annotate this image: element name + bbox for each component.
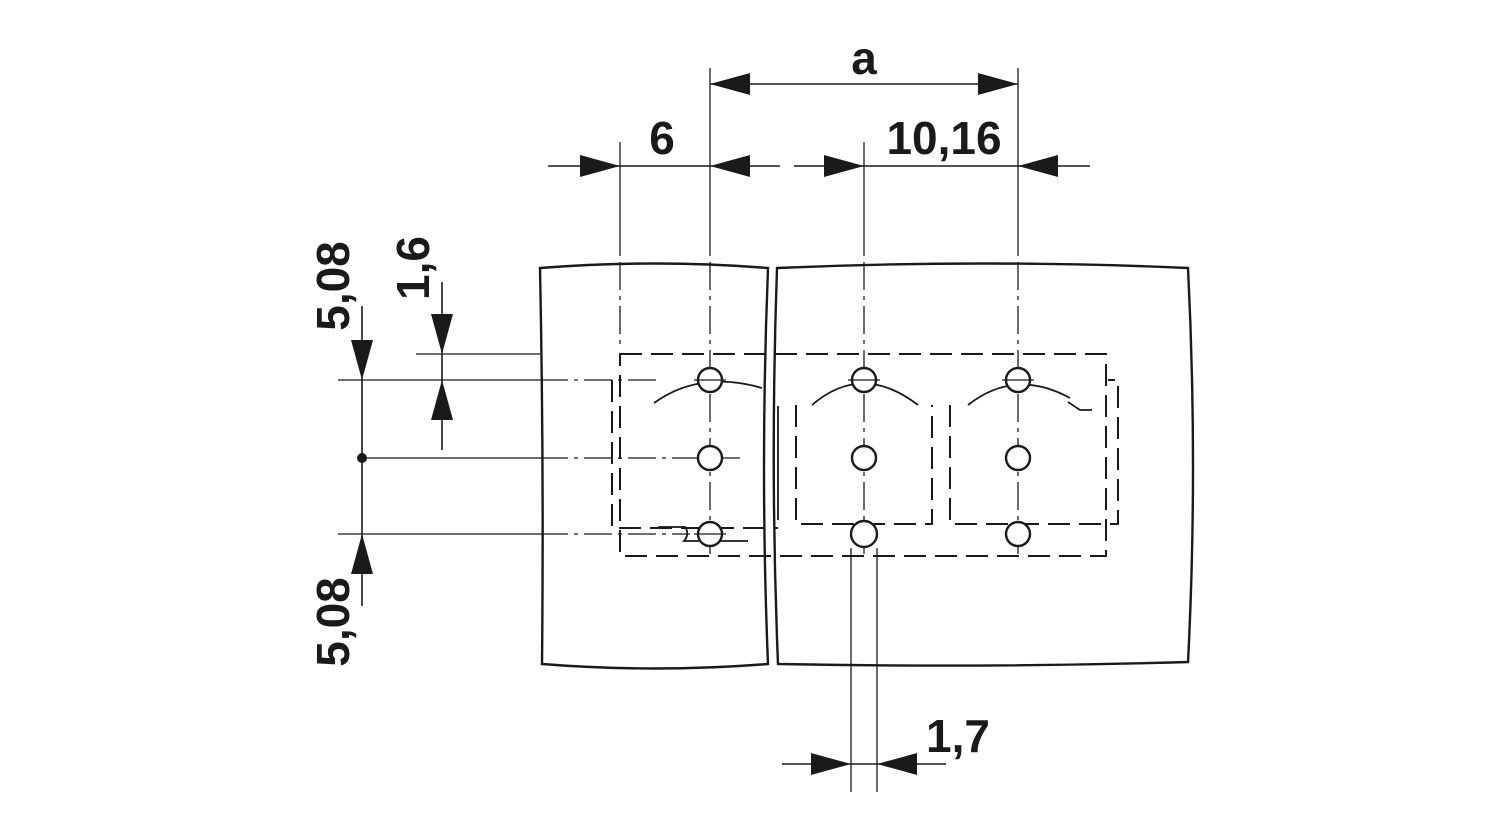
center-lines bbox=[362, 262, 1019, 560]
dimension-lower-spacing-label: 5,08 bbox=[307, 577, 359, 667]
dimension-top-row-offset-label: 1,6 bbox=[387, 236, 439, 300]
dimension-offset-and-pitch: 6 10,16 bbox=[548, 112, 1090, 177]
hole-col3-mid bbox=[1004, 444, 1032, 472]
dimension-offset-label: 6 bbox=[649, 112, 675, 164]
dimension-a: a bbox=[710, 32, 1018, 95]
extension-lines bbox=[338, 68, 1019, 792]
hole-col3-bottom bbox=[1004, 520, 1032, 548]
pin-block-1-hidden-outline bbox=[611, 380, 778, 529]
hole-col1-top bbox=[694, 366, 726, 394]
component-bodies bbox=[538, 262, 1195, 670]
left-housing-outline bbox=[538, 262, 770, 670]
hole-col2-top bbox=[848, 366, 880, 394]
dimension-hole-diameter: 1,7 bbox=[782, 710, 990, 775]
dimension-upper-spacing-label: 5,08 bbox=[307, 241, 359, 331]
hole-col2-bottom bbox=[849, 519, 879, 549]
holes bbox=[694, 366, 1034, 549]
dimension-pitch-label: 10,16 bbox=[886, 112, 1001, 164]
dimension-a-label: a bbox=[851, 32, 877, 84]
dimension-hole-diameter-label: 1,7 bbox=[926, 710, 990, 762]
hole-col1-bottom bbox=[694, 520, 726, 548]
hole-col1-mid bbox=[696, 444, 724, 472]
footprint-hidden-outline bbox=[619, 353, 1107, 557]
dimension-top-row-offset: 1,6 bbox=[387, 236, 453, 450]
pin-block-3-hidden-outline bbox=[949, 379, 1119, 525]
dimension-row-spacing: 5,08 5,08 bbox=[307, 241, 373, 667]
hole-col2-mid bbox=[850, 444, 878, 472]
hole-col3-top bbox=[1002, 366, 1034, 394]
right-housing-outline bbox=[772, 262, 1195, 667]
